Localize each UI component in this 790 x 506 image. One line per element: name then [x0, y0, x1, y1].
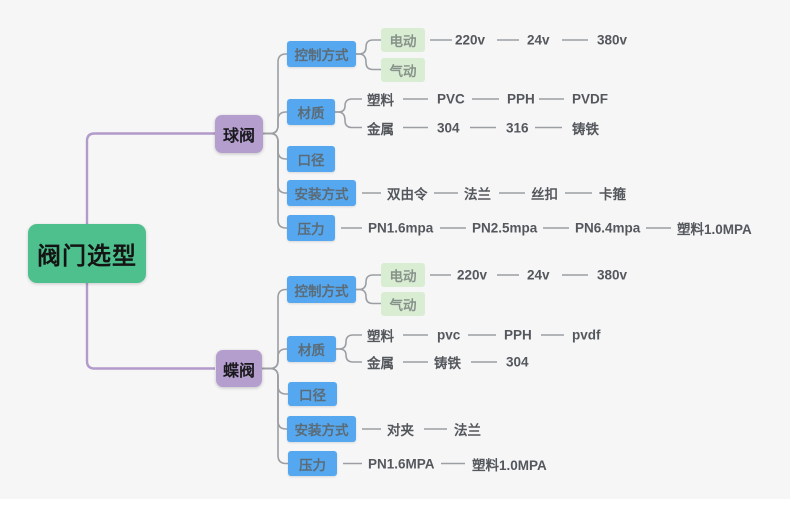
branch-topic-ball-valve[interactable]: 球阀 — [215, 115, 263, 153]
topic-diameter-ball[interactable]: 口径 — [287, 146, 335, 172]
text-node[interactable]: 铸铁 — [434, 356, 461, 371]
topic-pressure-ball[interactable]: 压力 — [287, 215, 335, 241]
text-node[interactable]: pvc — [437, 327, 461, 343]
text-node[interactable]: 304 — [506, 354, 529, 370]
text-node[interactable]: PN1.6mpa — [368, 220, 434, 236]
subtopic-pneumatic-butterfly[interactable]: 气动 — [381, 291, 425, 316]
text-node[interactable]: 金属 — [367, 356, 394, 371]
root-topic-valve-selection[interactable]: 阀门选型 — [28, 224, 146, 283]
text-node[interactable]: pvdf — [572, 327, 601, 343]
text-node[interactable]: 金属 — [367, 121, 394, 137]
text-node[interactable]: 法兰 — [464, 187, 491, 202]
topic-control-method-ball[interactable]: 控制方式 — [287, 41, 356, 67]
text-node[interactable]: PN1.6MPA — [368, 456, 435, 471]
text-node[interactable]: PN2.5mpa — [472, 220, 538, 236]
text-node[interactable]: PN6.4mpa — [575, 220, 641, 236]
text-node[interactable]: PVC — [437, 91, 465, 107]
text-node[interactable]: 塑料1.0MPA — [472, 457, 547, 473]
topic-control-method-butterfly[interactable]: 控制方式 — [287, 276, 356, 303]
text-node[interactable]: PPH — [504, 327, 532, 343]
subtopic-electric-ball[interactable]: 电动 — [381, 28, 425, 52]
text-node[interactable]: 380v — [597, 32, 628, 48]
text-node[interactable]: 24v — [527, 267, 550, 283]
topic-diameter-butterfly[interactable]: 口径 — [288, 382, 337, 406]
text-node[interactable]: 220v — [457, 267, 488, 283]
text-node[interactable]: PVDF — [572, 91, 609, 107]
branch-topic-butterfly-valve[interactable]: 蝶阀 — [216, 350, 262, 387]
canvas-edge — [0, 499, 790, 506]
text-node[interactable]: 380v — [597, 267, 628, 283]
topic-installation-butterfly[interactable]: 安装方式 — [287, 416, 356, 442]
topic-pressure-butterfly[interactable]: 压力 — [288, 451, 337, 476]
text-node[interactable]: 220v — [455, 32, 486, 48]
text-node[interactable]: 塑料 — [367, 329, 394, 344]
topic-material-butterfly[interactable]: 材质 — [287, 336, 336, 362]
text-node[interactable]: 铸铁 — [572, 121, 599, 137]
text-node[interactable]: 塑料 — [367, 93, 394, 108]
text-node[interactable]: 对夹 — [387, 423, 414, 438]
text-node[interactable]: 双由令 — [387, 187, 428, 202]
topic-material-ball[interactable]: 材质 — [287, 99, 335, 125]
text-node[interactable]: 24v — [527, 32, 550, 48]
text-node[interactable]: 316 — [506, 120, 529, 135]
text-node[interactable]: 304 — [437, 120, 460, 135]
text-node[interactable]: 塑料1.0MPA — [677, 222, 752, 237]
subtopic-electric-butterfly[interactable]: 电动 — [381, 263, 425, 287]
subtopic-pneumatic-ball[interactable]: 气动 — [381, 57, 425, 82]
topic-installation-ball[interactable]: 安装方式 — [287, 180, 356, 206]
text-node[interactable]: 卡箍 — [599, 187, 626, 202]
text-node[interactable]: 丝扣 — [531, 187, 558, 202]
text-node[interactable]: PPH — [507, 91, 535, 107]
text-node[interactable]: 法兰 — [454, 423, 481, 438]
